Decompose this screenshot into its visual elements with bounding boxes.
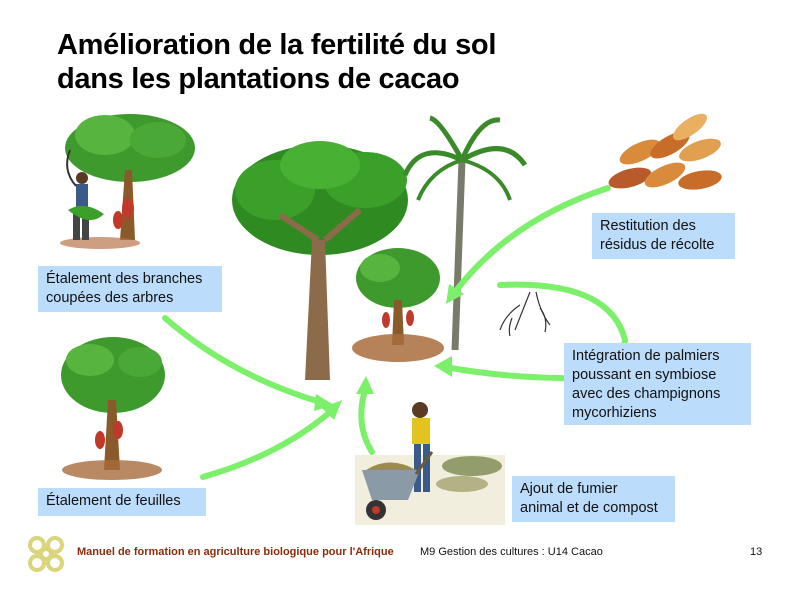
label-palm-integration-line-3: avec des champignons [572, 386, 721, 402]
label-residue-return: Restitution des résidus de récolte [592, 213, 735, 259]
palm-tree-illustration [402, 115, 528, 351]
label-branch-spreading: Étalement des branches coupées des arbre… [38, 266, 222, 312]
label-palm-integration-line-1: Intégration de palmiers [572, 348, 720, 364]
leaf-mulch-tree-illustration [61, 337, 165, 480]
footer-manual-title: Manuel de formation en agriculture biolo… [77, 546, 394, 558]
arrowhead-residues [446, 284, 464, 304]
label-leaf-spreading: Étalement de feuilles [38, 488, 206, 516]
footer-page-number: 13 [750, 546, 763, 558]
arrowhead-manure [356, 376, 374, 394]
label-palm-integration-line-4: mycorhiziens [572, 405, 657, 421]
slide-title: Amélioration de la fertilité du sol dans… [57, 28, 496, 96]
label-branch-spreading-line-2: coupées des arbres [46, 290, 174, 306]
label-leaf-spreading-line-1: Étalement de feuilles [46, 493, 181, 509]
farmer-wheelbarrow-illustration [355, 402, 505, 525]
title-line-2: dans les plantations de cacao [57, 63, 460, 95]
crop-residues-illustration [608, 113, 722, 190]
label-residue-return-line-1: Restitution des [600, 218, 696, 234]
manual-logo [28, 536, 64, 572]
arrowhead-leaves [322, 400, 342, 420]
label-manure-compost-line-2: animal et de compost [520, 500, 658, 516]
label-palm-integration: Intégration de palmiers poussant en symb… [564, 343, 751, 425]
farmer-pruning-illustration [60, 114, 195, 249]
arrow-from-manure [358, 387, 375, 455]
arrowhead-branches [314, 394, 334, 411]
label-branch-spreading-line-1: Étalement des branches [46, 271, 203, 287]
label-residue-return-line-2: résidus de récolte [600, 237, 715, 253]
title-line-1: Amélioration de la fertilité du sol [57, 29, 497, 61]
arrow-from-residues [452, 185, 611, 295]
flow-arrowheads [314, 284, 464, 420]
roots-sketch-illustration [499, 291, 551, 337]
arrow-from-branches [162, 315, 323, 405]
arrowhead-palm-loop [434, 356, 452, 377]
footer-module: M9 Gestion des cultures : U14 Cacao [420, 546, 603, 558]
label-palm-integration-line-2: poussant en symbiose [572, 367, 717, 383]
cacao-tree-illustration [352, 248, 444, 362]
label-manure-compost-line-1: Ajout de fumier [520, 481, 618, 497]
shade-tree-illustration [232, 141, 408, 380]
label-manure-compost: Ajout de fumier animal et de compost [512, 476, 675, 522]
arrow-from-leaves [200, 409, 333, 480]
